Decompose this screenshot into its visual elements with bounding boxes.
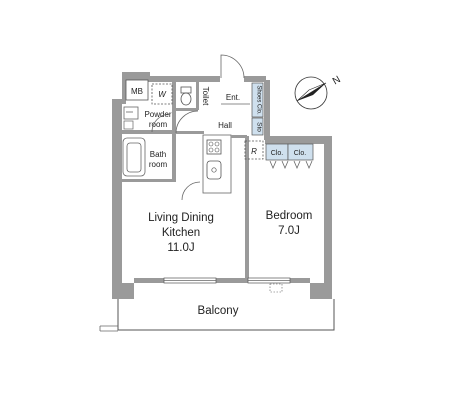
shoes-closet-label: Shoes Clo. xyxy=(256,85,262,115)
closet-1-label: Clo. xyxy=(271,150,284,157)
storage-label: Sto xyxy=(256,122,263,132)
ldk-label-1: Living Dining xyxy=(148,212,214,224)
closet-2-label: Clo. xyxy=(294,150,307,157)
hall-label: Hall xyxy=(218,121,232,130)
bedroom: Bedroom 7.0J xyxy=(266,210,313,237)
ldk-label-2: Kitchen xyxy=(162,227,200,239)
bedroom-label: Bedroom xyxy=(266,210,313,222)
toilet-label: Toilet xyxy=(201,87,210,106)
bedroom-size: 7.0J xyxy=(278,225,300,237)
mb-label: MB xyxy=(131,87,143,96)
shoes-closet: Shoes Clo. Sto xyxy=(251,82,264,136)
living-dining-kitchen: Living Dining Kitchen 11.0J xyxy=(148,181,214,254)
powder-room-label-2: room xyxy=(149,120,168,129)
washer-space: W xyxy=(151,83,173,105)
mb-box: MB xyxy=(125,79,149,101)
entrance: Ent. xyxy=(220,54,250,105)
powder-room: Powder room xyxy=(123,106,172,133)
refrigerator-space: R xyxy=(244,140,264,160)
bath-room: Bath room xyxy=(122,137,168,177)
bath-room-label-1: Bath xyxy=(150,150,166,159)
exterior-walls xyxy=(112,72,332,299)
bedroom-closets: Clo. Clo. xyxy=(265,143,314,170)
balcony-windows xyxy=(163,277,291,293)
ldk-size: 11.0J xyxy=(167,242,194,254)
bath-room-label-2: room xyxy=(149,160,168,169)
kitchen-counter xyxy=(206,139,222,180)
hall: Hall xyxy=(175,110,232,134)
balcony: Balcony xyxy=(99,299,335,332)
washer-label: W xyxy=(158,90,167,99)
refrigerator-label: R xyxy=(251,147,257,156)
compass: N xyxy=(294,74,343,110)
powder-room-label-1: Powder xyxy=(144,110,171,119)
toilet-room: Toilet xyxy=(180,86,210,106)
entrance-label: Ent. xyxy=(226,93,240,102)
compass-north-label: N xyxy=(331,74,343,87)
interior-partitions xyxy=(122,82,249,280)
balcony-label: Balcony xyxy=(198,305,239,317)
